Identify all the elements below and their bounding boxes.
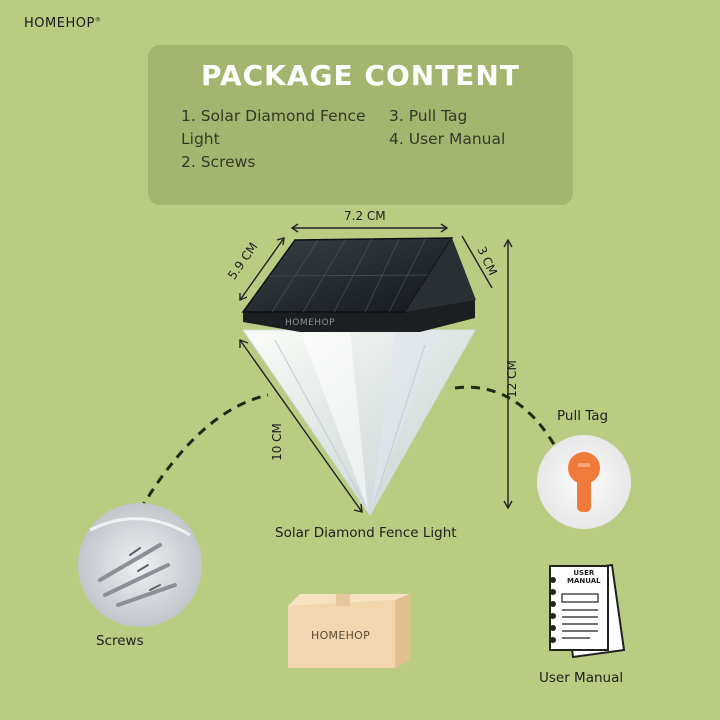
solar-diamond-light <box>241 237 476 516</box>
brand-logo: HOMEHOP® <box>24 16 102 31</box>
list-item: 3. Pull Tag <box>389 107 468 125</box>
connector-to-screws <box>138 393 269 511</box>
connector-to-pull-tag <box>454 385 562 456</box>
list-item: 1. Solar Diamond Fence <box>181 107 366 125</box>
screws-label: Screws <box>96 633 144 649</box>
lamp-brand-mark: HOMEHOP <box>285 318 336 328</box>
screws-image <box>78 503 202 627</box>
user-manual-label: User Manual <box>539 670 624 686</box>
light-label: Solar Diamond Fence Light <box>275 525 457 541</box>
box-brand-mark: HOMEHOP <box>311 629 371 642</box>
user-manual-image <box>549 563 626 659</box>
list-item: 2. Screws <box>181 153 256 171</box>
pull-tag-image <box>537 435 631 529</box>
side-dimension: 10 CM <box>269 423 284 461</box>
content-list-right: 3. Pull Tag 4. User Manual <box>389 105 569 151</box>
package-content-panel: PACKAGE CONTENT 1. Solar Diamond Fence L… <box>148 45 573 205</box>
package-box-image <box>288 594 410 668</box>
width-dimension: 7.2 CM <box>344 209 386 223</box>
list-item: Light <box>181 130 220 148</box>
content-list-left: 1. Solar Diamond Fence Light 2. Screws <box>181 105 381 174</box>
pull-tag-label: Pull Tag <box>557 408 609 424</box>
list-item: 4. User Manual <box>389 130 506 148</box>
height-dimension: 12 CM <box>504 360 519 398</box>
dimension-lines <box>239 223 513 513</box>
panel-title: PACKAGE CONTENT <box>201 59 520 92</box>
manual-cover-title: USER MANUAL <box>567 569 601 585</box>
